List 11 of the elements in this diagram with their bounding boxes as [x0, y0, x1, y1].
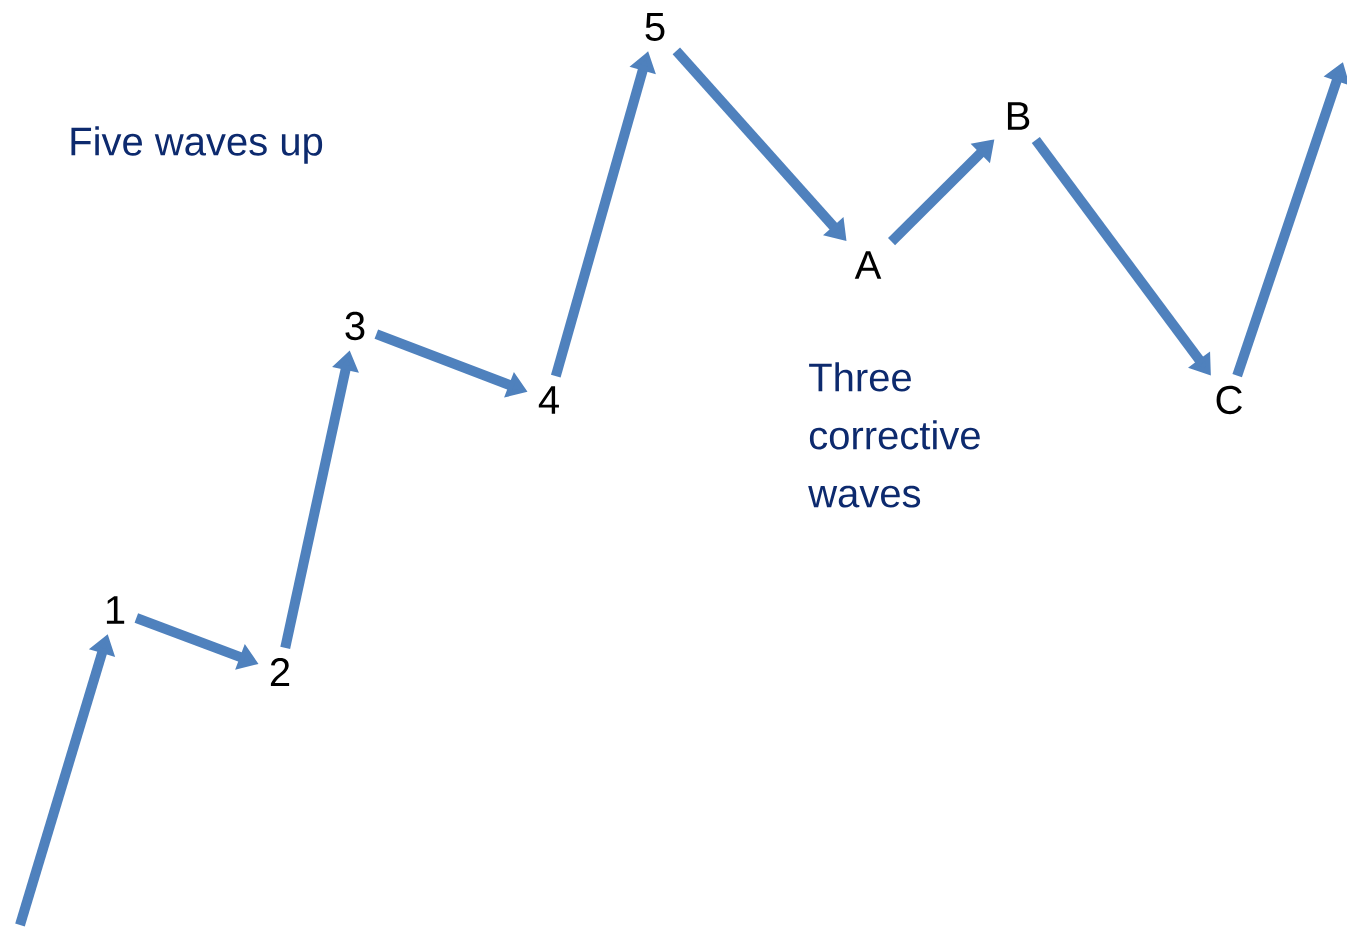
annotation-text: Three corrective waves — [808, 362, 980, 508]
wave-label: 2 — [270, 658, 290, 686]
wave-label: 5 — [645, 13, 665, 41]
wave-label: B — [1007, 102, 1030, 130]
arrow — [672, 47, 847, 241]
wave-label: 3 — [345, 311, 365, 341]
wave-label: 1 — [106, 596, 125, 624]
wave-label: 4 — [538, 386, 559, 414]
wave-label: C — [1216, 385, 1242, 415]
annotation-text: Five waves up — [71, 126, 323, 164]
wave-label: A — [854, 251, 882, 279]
